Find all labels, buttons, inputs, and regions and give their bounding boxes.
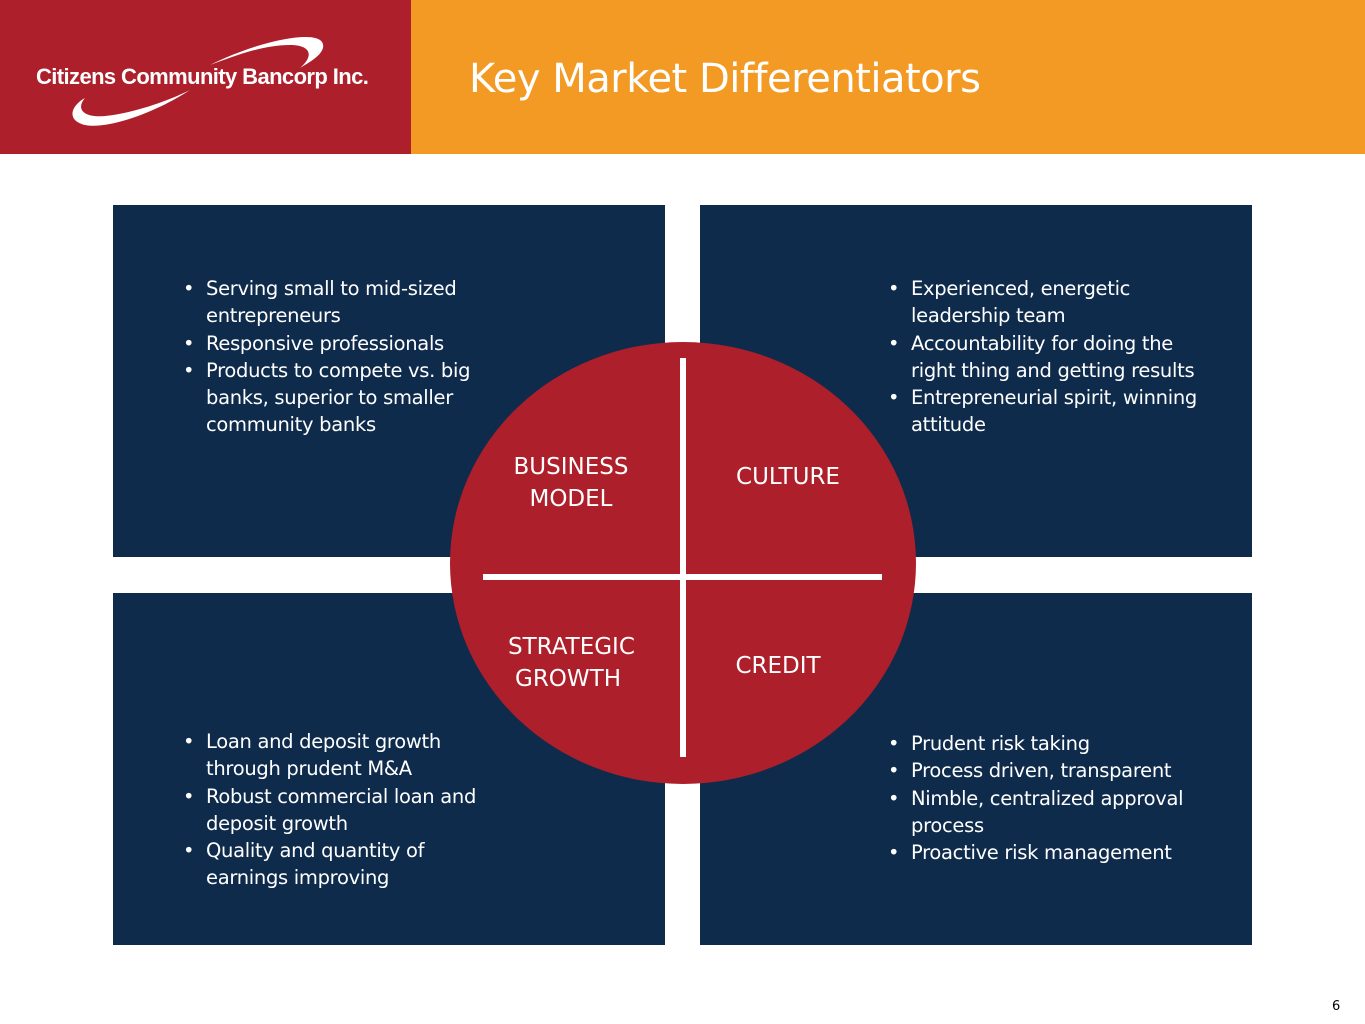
business-model-bullets: Serving small to mid-sized entrepreneurs…: [179, 275, 479, 439]
bullet-item: Proactive risk management: [884, 839, 1204, 867]
business-model-label: BUSINESS MODEL: [511, 451, 631, 515]
bullet-item: Products to compete vs. big banks, super…: [179, 357, 479, 439]
credit-label: CREDIT: [735, 653, 821, 679]
company-logo: Citizens Community Bancorp Inc.: [36, 64, 369, 89]
label-line: GROWTH: [515, 666, 621, 692]
page-number: 6: [1332, 999, 1341, 1014]
credit-bullets: Prudent risk taking Process driven, tran…: [884, 730, 1204, 867]
label-line: BUSINESS: [513, 454, 629, 480]
title-banner: [411, 0, 1365, 154]
culture-label: CULTURE: [736, 464, 840, 490]
bullet-item: Responsive professionals: [179, 330, 479, 358]
bullet-item: Robust commercial loan and deposit growt…: [179, 783, 499, 838]
label-line: STRATEGIC: [508, 634, 635, 660]
page-title: Key Market Differentiators: [469, 56, 981, 102]
bullet-item: Nimble, centralized approval process: [884, 785, 1204, 840]
bullet-item: Experienced, energetic leadership team: [884, 275, 1214, 330]
bullet-item: Quality and quantity of earnings improvi…: [179, 837, 499, 892]
bullet-item: Entrepreneurial spirit, winning attitude: [884, 384, 1214, 439]
divider-vertical: [680, 358, 686, 757]
logo-swoosh-icon: [72, 36, 324, 126]
strategic-growth-bullets: Loan and deposit growth through prudent …: [179, 728, 499, 892]
bullet-item: Accountability for doing the right thing…: [884, 330, 1214, 385]
bullet-item: Serving small to mid-sized entrepreneurs: [179, 275, 479, 330]
strategic-growth-label: STRATEGIC GROWTH: [508, 631, 635, 695]
logo-banner: [0, 0, 411, 154]
bullet-item: Loan and deposit growth through prudent …: [179, 728, 499, 783]
label-line: MODEL: [529, 486, 613, 512]
culture-bullets: Experienced, energetic leadership team A…: [884, 275, 1214, 439]
bullet-item: Process driven, transparent: [884, 757, 1204, 785]
bullet-item: Prudent risk taking: [884, 730, 1204, 758]
divider-horizontal: [483, 574, 882, 580]
